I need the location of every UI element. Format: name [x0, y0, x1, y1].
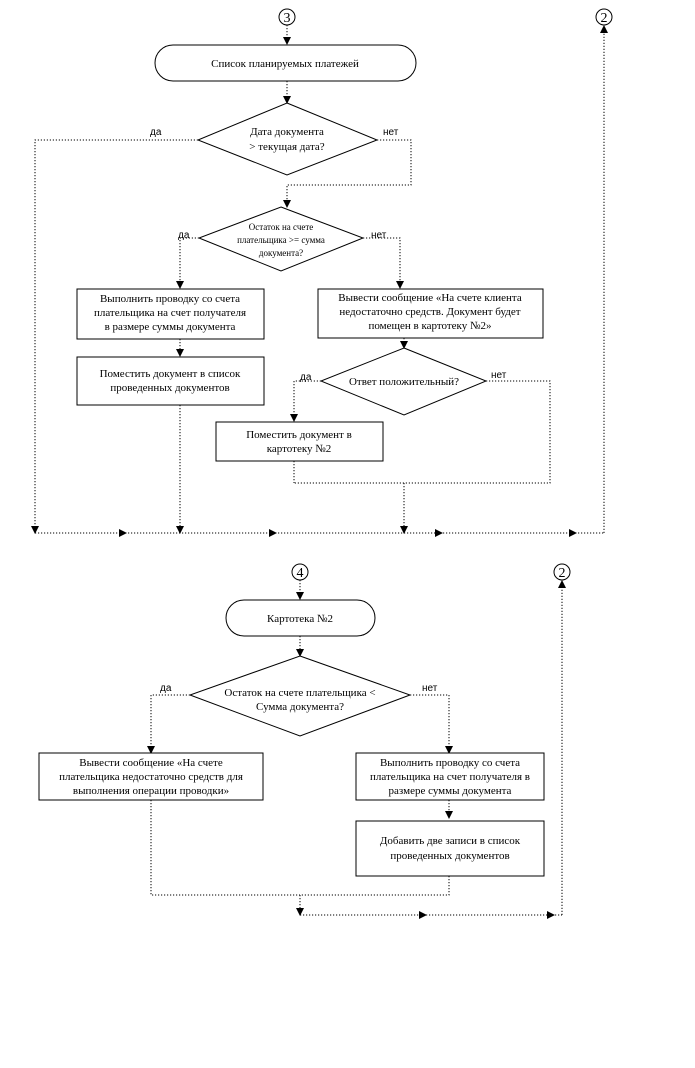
flow2-post-payment-line1: Выполнить проводку со счета	[380, 757, 520, 769]
decision-date-no-label: нет	[383, 127, 399, 138]
add-to-list-line2: проведенных документов	[110, 382, 229, 394]
flow1-start-label: Список планируемых платежей	[211, 58, 359, 70]
process-post-payment: Выполнить проводку со счета плательщика …	[76, 288, 265, 340]
flow1-start-terminator: Список планируемых платежей	[154, 44, 417, 82]
message-line3: помещен в картотеку №2»	[368, 320, 491, 332]
flow1-connector-lines	[31, 25, 608, 537]
connector-2-top: 2	[595, 8, 613, 26]
to-card-index-line2: картотеку №2	[267, 443, 332, 455]
connector-3-label: 3	[284, 11, 291, 26]
decision-balance-line1: Остаток на счете	[249, 222, 314, 232]
connector-3: 3	[278, 8, 296, 26]
post-payment-line2: плательщика на счет получателя	[94, 307, 246, 319]
decision-answer-yes-label: да	[300, 372, 312, 383]
decision-date-line2: > текущая дата?	[249, 141, 325, 153]
process-insufficient-funds-message: Вывести сообщение «На счете клиента недо…	[317, 288, 544, 339]
process-to-card-index: Поместить документ в картотеку №2	[215, 421, 384, 462]
decision-balance-line3: документа?	[259, 248, 303, 258]
connector-2-bottom-label: 2	[559, 566, 566, 581]
add-records-line2: проведенных документов	[390, 850, 509, 862]
connector-2-bottom: 2	[553, 563, 571, 581]
flow2-decision-no-label: нет	[422, 683, 438, 694]
process-add-two-records: Добавить две записи в список проведенных…	[355, 820, 545, 877]
add-to-list-line1: Поместить документ в список	[100, 368, 241, 380]
connector-2-top-label: 2	[601, 11, 608, 26]
flow2-connector-lines	[147, 580, 566, 919]
decision-balance: Остаток на счете плательщика >= сумма до…	[197, 206, 365, 272]
add-records-line1: Добавить две записи в список	[380, 835, 521, 847]
flow2-message-line1: Вывести сообщение «На счете	[79, 757, 223, 769]
process-flow2-message: Вывести сообщение «На счете плательщика …	[38, 752, 264, 801]
flow2-message-line2: плательщика недостаточно средств для	[59, 771, 243, 783]
message-line2: недостаточно средств. Документ будет	[339, 306, 520, 318]
flow2-start-label: Картотека №2	[267, 613, 333, 625]
process-add-to-list: Поместить документ в список проведенных …	[76, 356, 265, 406]
post-payment-line1: Выполнить проводку со счета	[100, 293, 240, 305]
flow2-decision-yes-label: да	[160, 683, 172, 694]
message-line1: Вывести сообщение «На счете клиента	[338, 292, 522, 304]
flow2-post-payment-line2: плательщика на счет получателя в	[370, 771, 530, 783]
decision-answer-no-label: нет	[491, 370, 507, 381]
process-flow2-post-payment: Выполнить проводку со счета плательщика …	[355, 752, 545, 801]
decision-answer-label: Ответ положительный?	[349, 376, 459, 388]
decision-balance-yes-label: да	[178, 230, 190, 241]
flow2-post-payment-line3: размере суммы документа	[389, 785, 512, 797]
post-payment-line3: в размере суммы документа	[105, 321, 236, 333]
decision-balance-less-than-sum: Остаток на счете плательщика < Сумма док…	[188, 655, 412, 737]
flow2-decision-line1: Остаток на счете плательщика <	[224, 687, 375, 699]
flow2-message-line3: выполнения операции проводки»	[73, 785, 229, 797]
decision-document-date: Дата документа > текущая дата?	[196, 102, 379, 176]
decision-date-line1: Дата документа	[250, 126, 324, 138]
flow2-decision-line2: Сумма документа?	[256, 701, 344, 713]
decision-date-yes-label: да	[150, 127, 162, 138]
to-card-index-line1: Поместить документ в	[246, 429, 352, 441]
connector-4-label: 4	[297, 566, 304, 581]
decision-balance-no-label: нет	[371, 230, 387, 241]
decision-answer-positive: Ответ положительный?	[319, 347, 488, 416]
connector-4: 4	[291, 563, 309, 581]
decision-balance-line2: плательщика >= сумма	[237, 235, 325, 245]
flow2-start-terminator: Картотека №2	[225, 599, 376, 637]
